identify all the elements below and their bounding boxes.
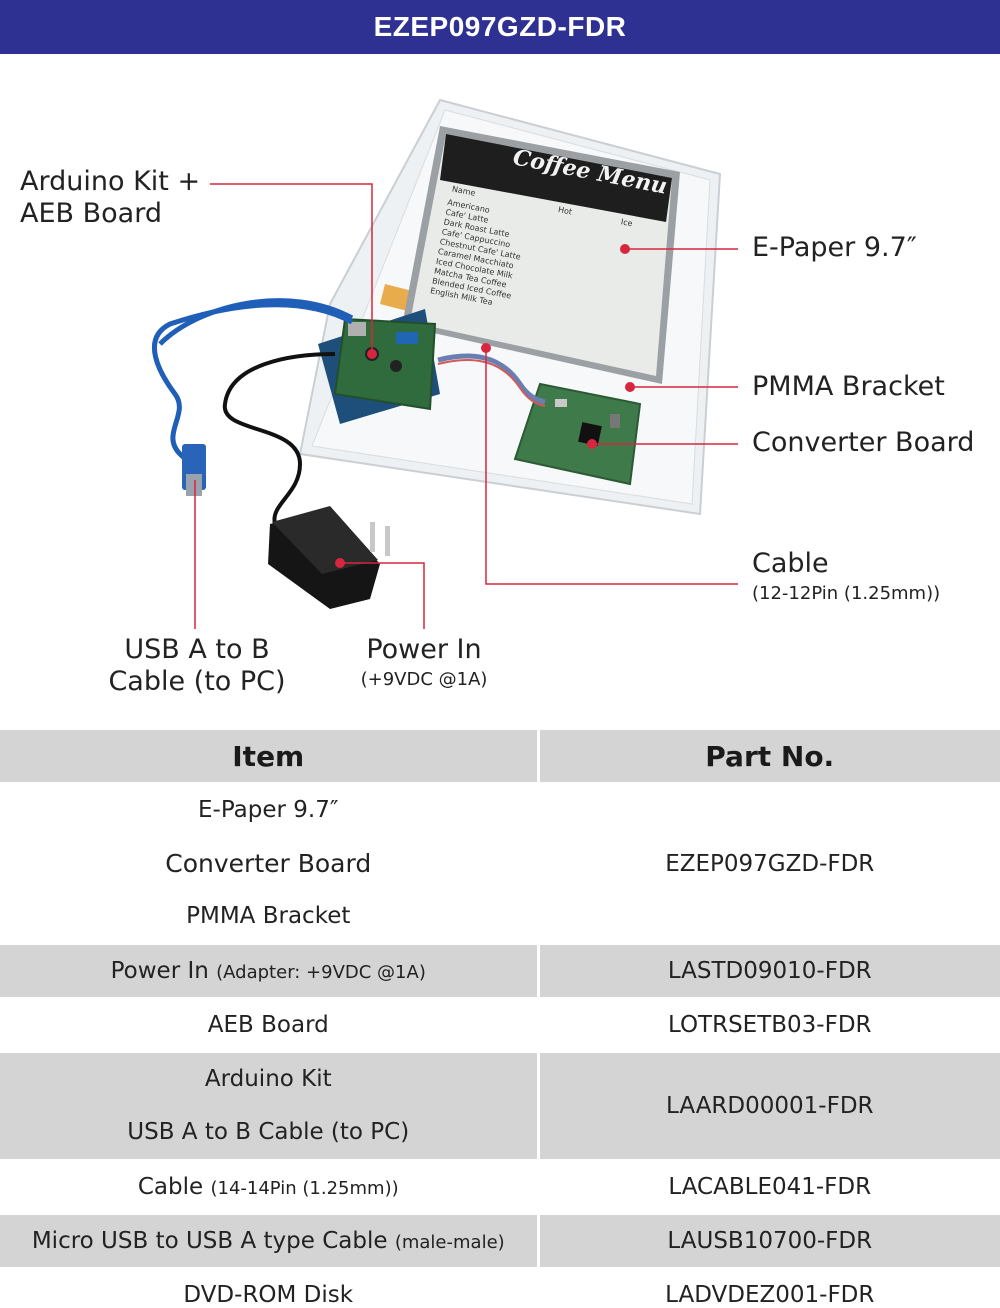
callout-usb-line1: USB A to B [124, 634, 270, 665]
part-no-cell: LAUSB10700-FDR [538, 1214, 1000, 1269]
callout-power: Power In (+9VDC @1A) [334, 634, 514, 692]
callout-arduino-line1: Arduino Kit + [20, 166, 201, 197]
callout-converter: Converter Board [752, 427, 975, 458]
callout-power-label: Power In [366, 634, 482, 665]
callout-pmma: PMMA Bracket [752, 371, 945, 402]
callout-dots [335, 244, 635, 568]
item-text: Micro USB to USB A type Cable [31, 1228, 388, 1254]
item-cell: E-Paper 9.7″ Converter Board PMMA Bracke… [0, 783, 540, 945]
item-cell: Cable (14-14Pin (1.25mm)) [0, 1160, 540, 1215]
table-row: E-Paper 9.7″ Converter Board PMMA Bracke… [0, 783, 1000, 945]
part-no-cell: LADVDEZ001-FDR [538, 1268, 1000, 1308]
callout-arduino-line2: AEB Board [20, 198, 162, 229]
item-note: (Adapter: +9VDC @1A) [216, 962, 426, 983]
screen-ice-label: Ice [620, 217, 633, 228]
item-cell: Arduino Kit USB A to B Cable (to PC) [0, 1052, 540, 1161]
item-note: (14-14Pin (1.25mm)) [210, 1178, 399, 1199]
screen-hot-label: Hot [557, 205, 573, 217]
callout-usb: USB A to B Cable (to PC) [92, 634, 302, 698]
item-cell: DVD-ROM Disk [0, 1268, 540, 1308]
callout-cable: Cable (12-12Pin (1.25mm)) [752, 548, 940, 606]
part-no-cell: LACABLE041-FDR [538, 1160, 1000, 1215]
item-cell: Micro USB to USB A type Cable (male-male… [0, 1214, 540, 1269]
table-header-row: Item Part No. [0, 730, 1000, 784]
item-line: Arduino Kit [204, 1066, 332, 1092]
header-part-no: Part No. [538, 730, 1000, 784]
item-cell: Power In (Adapter: +9VDC @1A) [0, 944, 540, 999]
screen-name-col: Name [451, 184, 476, 197]
callout-usb-line2: Cable (to PC) [108, 666, 286, 697]
callout-cable-label: Cable [752, 548, 829, 579]
table-row: Micro USB to USB A type Cable (male-male… [0, 1214, 1000, 1269]
table-row: AEB Board LOTRSETB03-FDR [0, 998, 1000, 1053]
table-row: Arduino Kit USB A to B Cable (to PC) LAA… [0, 1052, 1000, 1161]
part-no-cell: LAARD00001-FDR [538, 1052, 1000, 1161]
item-text: Power In [110, 958, 209, 984]
table-row: Cable (14-14Pin (1.25mm)) LACABLE041-FDR [0, 1160, 1000, 1215]
parts-table: Item Part No. E-Paper 9.7″ Converter Boa… [0, 730, 1000, 1308]
item-cell: AEB Board [0, 998, 540, 1053]
part-no-cell: LASTD09010-FDR [538, 944, 1000, 999]
item-text: Cable [137, 1174, 204, 1200]
part-no-cell: EZEP097GZD-FDR [538, 783, 1000, 945]
callout-power-sub: (+9VDC @1A) [360, 669, 488, 690]
product-diagram: Coffee Menu Name Hot Ice Americano Cafe'… [0, 54, 1000, 730]
callout-cable-sub: (12-12Pin (1.25mm)) [752, 583, 941, 604]
page-title: EZEP097GZD-FDR [0, 0, 1000, 54]
arduino-aeb-illustration [318, 309, 440, 424]
power-adapter-illustration [268, 506, 390, 609]
table-row: Power In (Adapter: +9VDC @1A) LASTD09010… [0, 944, 1000, 999]
header-item: Item [0, 730, 540, 784]
callout-lines [194, 183, 738, 629]
part-no-cell: LOTRSETB03-FDR [538, 998, 1000, 1053]
item-line: USB A to B Cable (to PC) [127, 1119, 410, 1145]
callout-arduino-aeb: Arduino Kit + AEB Board [20, 166, 200, 230]
converter-board-illustration [513, 382, 642, 486]
epaper-display: Coffee Menu Name Hot Ice Americano Cafe'… [402, 126, 680, 384]
item-line: E-Paper 9.7″ [198, 797, 339, 823]
power-cord [222, 352, 336, 525]
item-note: (male-male) [394, 1232, 505, 1253]
product-illustration: Coffee Menu Name Hot Ice Americano Cafe'… [151, 98, 738, 629]
item-line: PMMA Bracket [186, 903, 351, 929]
table-row: DVD-ROM Disk LADVDEZ001-FDR [0, 1268, 1000, 1308]
item-line: Converter Board [165, 849, 372, 878]
callout-epaper: E-Paper 9.7″ [752, 232, 917, 263]
